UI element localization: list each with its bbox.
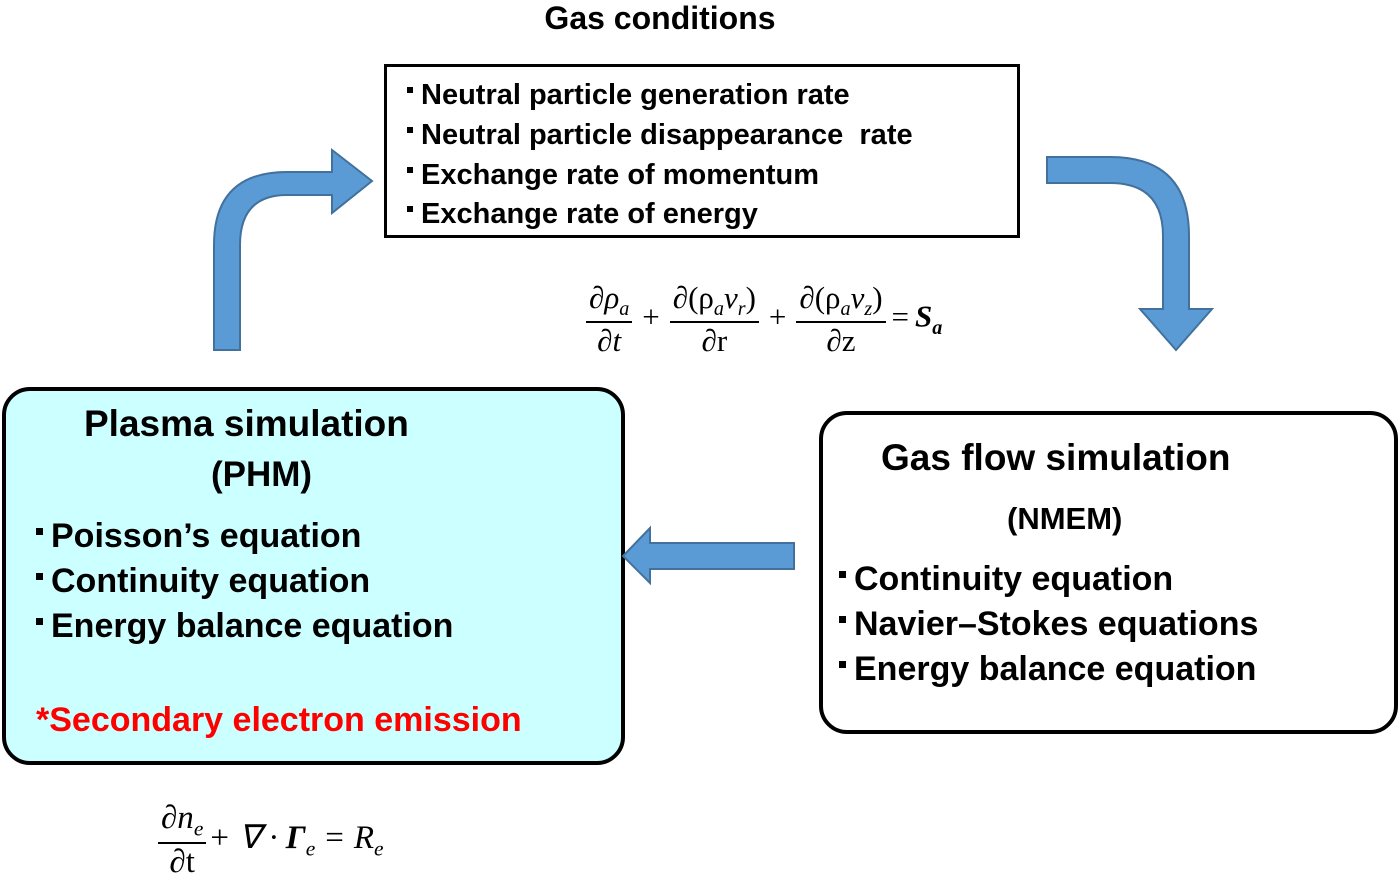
plasma-simulation-box: Plasma simulation (PHM) Poisson’s equati… xyxy=(2,387,625,765)
gas-flow-simulation-box: Gas flow simulation (NMEM) Continuity eq… xyxy=(819,411,1398,734)
gasflow-box-title: Gas flow simulation xyxy=(881,437,1231,478)
bullet-icon xyxy=(407,206,413,213)
plasma-box-title: Plasma simulation xyxy=(84,403,409,444)
bullet-icon xyxy=(36,572,43,580)
gas-condition-item: Exchange rate of momentum xyxy=(407,159,819,192)
gas-conditions-box: Neutral particle generation rate Neutral… xyxy=(384,64,1020,238)
gasflow-equation-item: Energy balance equation xyxy=(839,650,1256,689)
fraction-term: ∂ne ∂t xyxy=(158,800,207,881)
curved-arrow-right-down-icon xyxy=(1046,156,1215,352)
bullet-icon xyxy=(36,617,43,625)
fraction-term-3: ∂(ρavz) ∂z xyxy=(796,280,886,359)
bullet-icon xyxy=(407,127,413,134)
bullet-icon xyxy=(839,615,846,623)
curved-arrow-up-right-icon xyxy=(213,147,374,351)
arrow-left-icon xyxy=(621,525,795,586)
secondary-electron-emission-note: *Secondary electron emission xyxy=(36,701,522,739)
fraction-term-1: ∂ρa ∂t xyxy=(586,280,633,359)
fraction-term-2: ∂(ρavr) ∂r xyxy=(669,280,759,359)
bullet-icon xyxy=(407,167,413,174)
plasma-equation-item: Energy balance equation xyxy=(36,607,453,646)
gasflow-equation-item: Continuity equation xyxy=(839,560,1173,599)
gas-continuity-equation: ∂ρa ∂t + ∂(ρavr) ∂r + ∂(ρavz) ∂z =Sa xyxy=(586,280,942,359)
bullet-icon xyxy=(36,527,43,535)
plasma-box-subtitle: (PHM) xyxy=(211,455,313,494)
bullet-icon xyxy=(407,87,413,94)
electron-continuity-equation: ∂ne ∂t +∇ · Γe=Re xyxy=(158,800,384,881)
gasflow-equation-item: Navier–Stokes equations xyxy=(839,605,1258,644)
gas-condition-item: Neutral particle generation rate xyxy=(407,79,850,112)
gas-condition-item: Exchange rate of energy xyxy=(407,198,758,231)
gasflow-box-subtitle: (NMEM) xyxy=(1007,501,1123,536)
bullet-icon xyxy=(839,660,846,668)
plasma-equation-item: Poisson’s equation xyxy=(36,517,361,556)
bullet-icon xyxy=(839,570,846,578)
gas-condition-item: Neutral particle disappearance rate xyxy=(407,119,913,152)
gas-conditions-title: Gas conditions xyxy=(544,0,776,36)
plasma-equation-item: Continuity equation xyxy=(36,562,370,601)
